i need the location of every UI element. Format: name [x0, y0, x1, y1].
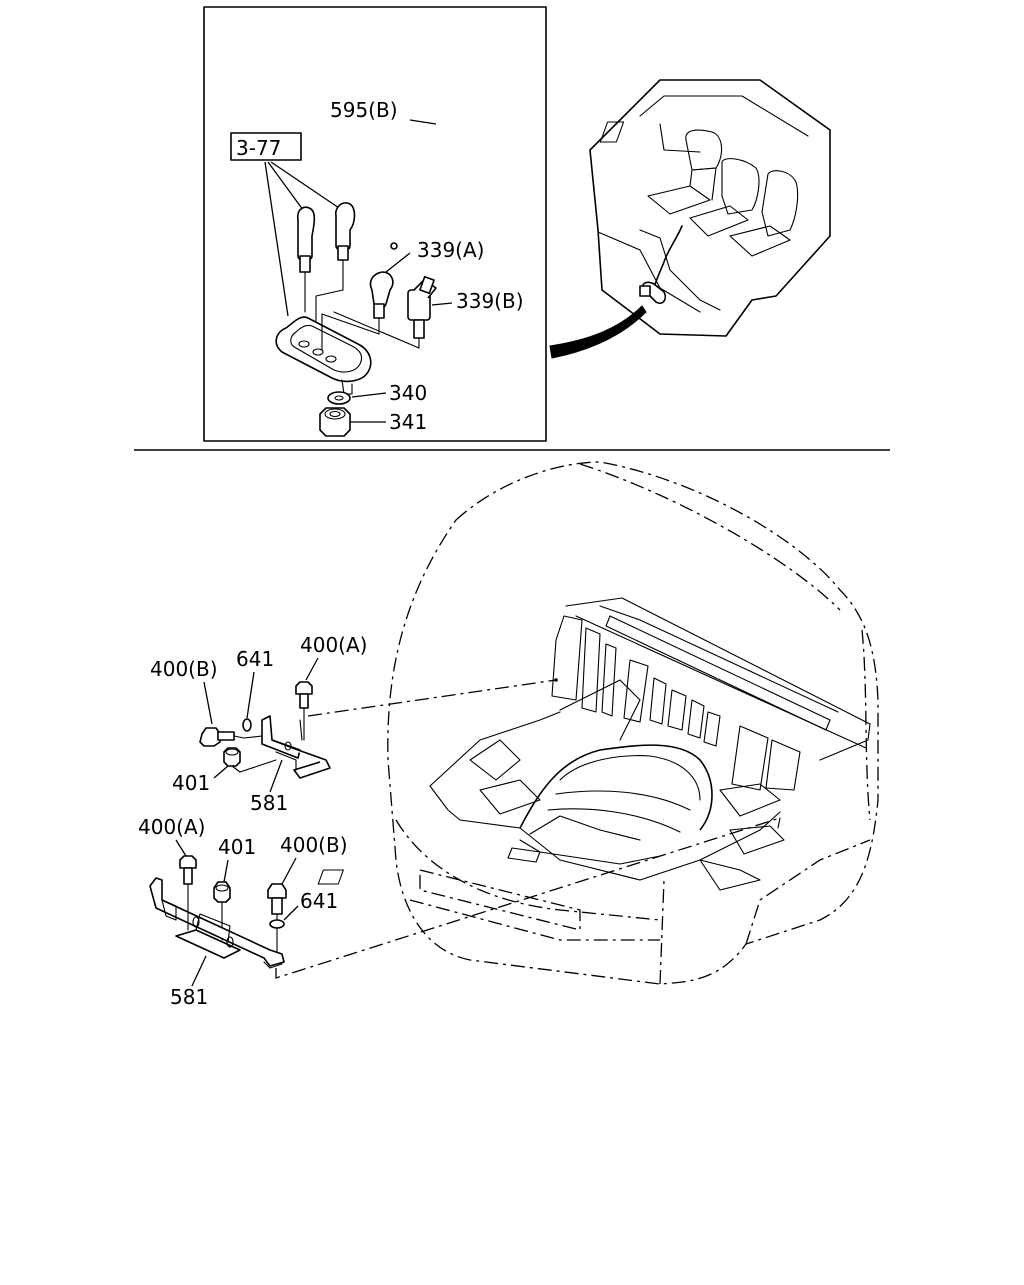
lower-bracket-assembly: 400(A) 401 400(B) 641 581 — [138, 815, 781, 1009]
callout-339b: 339(B) — [456, 289, 524, 313]
callout-641-lower: 641 — [300, 889, 338, 913]
ref-box-label: 3-77 — [236, 136, 281, 160]
ref-box-3-77: 3-77 — [230, 132, 343, 317]
callout-595b: 595(B) — [330, 98, 398, 122]
hose-595b — [372, 9, 497, 250]
washer-641-lower — [269, 919, 285, 929]
fitting-339b — [407, 275, 453, 349]
bolt-400a-lower — [179, 855, 197, 911]
cab-interior-view — [549, 79, 831, 359]
callout-340: 340 — [389, 381, 427, 405]
callout-400a-lower: 400(A) — [138, 815, 205, 839]
callout-401-upper: 401 — [172, 771, 210, 795]
hose-339a — [369, 252, 411, 335]
bracket-581-upper — [261, 715, 331, 779]
bolt-400a-upper — [295, 681, 313, 735]
callout-581-upper: 581 — [250, 791, 288, 815]
callout-339a: 339(A) — [417, 238, 484, 262]
elbow-hose-right — [315, 202, 356, 329]
callout-400b-upper: 400(B) — [150, 657, 218, 681]
upper-bracket-assembly: 400(B) 641 400(A) 401 581 — [150, 633, 558, 815]
callout-400a-upper: 400(A) — [300, 633, 367, 657]
base-plate — [275, 311, 420, 395]
bracket-581-lower — [149, 877, 285, 969]
callout-581-lower: 581 — [170, 985, 208, 1009]
bolt-400b-lower — [267, 883, 287, 921]
washer-641-upper — [242, 718, 252, 732]
callout-401-lower: 401 — [218, 835, 256, 859]
nut-341 — [319, 407, 386, 437]
inset-panel: 3-77 — [203, 6, 547, 442]
bolt-400b-upper — [199, 727, 245, 747]
callout-341: 341 — [389, 410, 427, 434]
nut-401-lower — [213, 881, 231, 941]
callout-400b-lower: 400(B) — [280, 833, 348, 857]
washer-340 — [327, 391, 387, 405]
nut-401-upper — [223, 747, 241, 767]
cab-floor-view — [317, 461, 879, 985]
callout-641-upper: 641 — [236, 647, 274, 671]
elbow-hose-left — [296, 206, 316, 313]
